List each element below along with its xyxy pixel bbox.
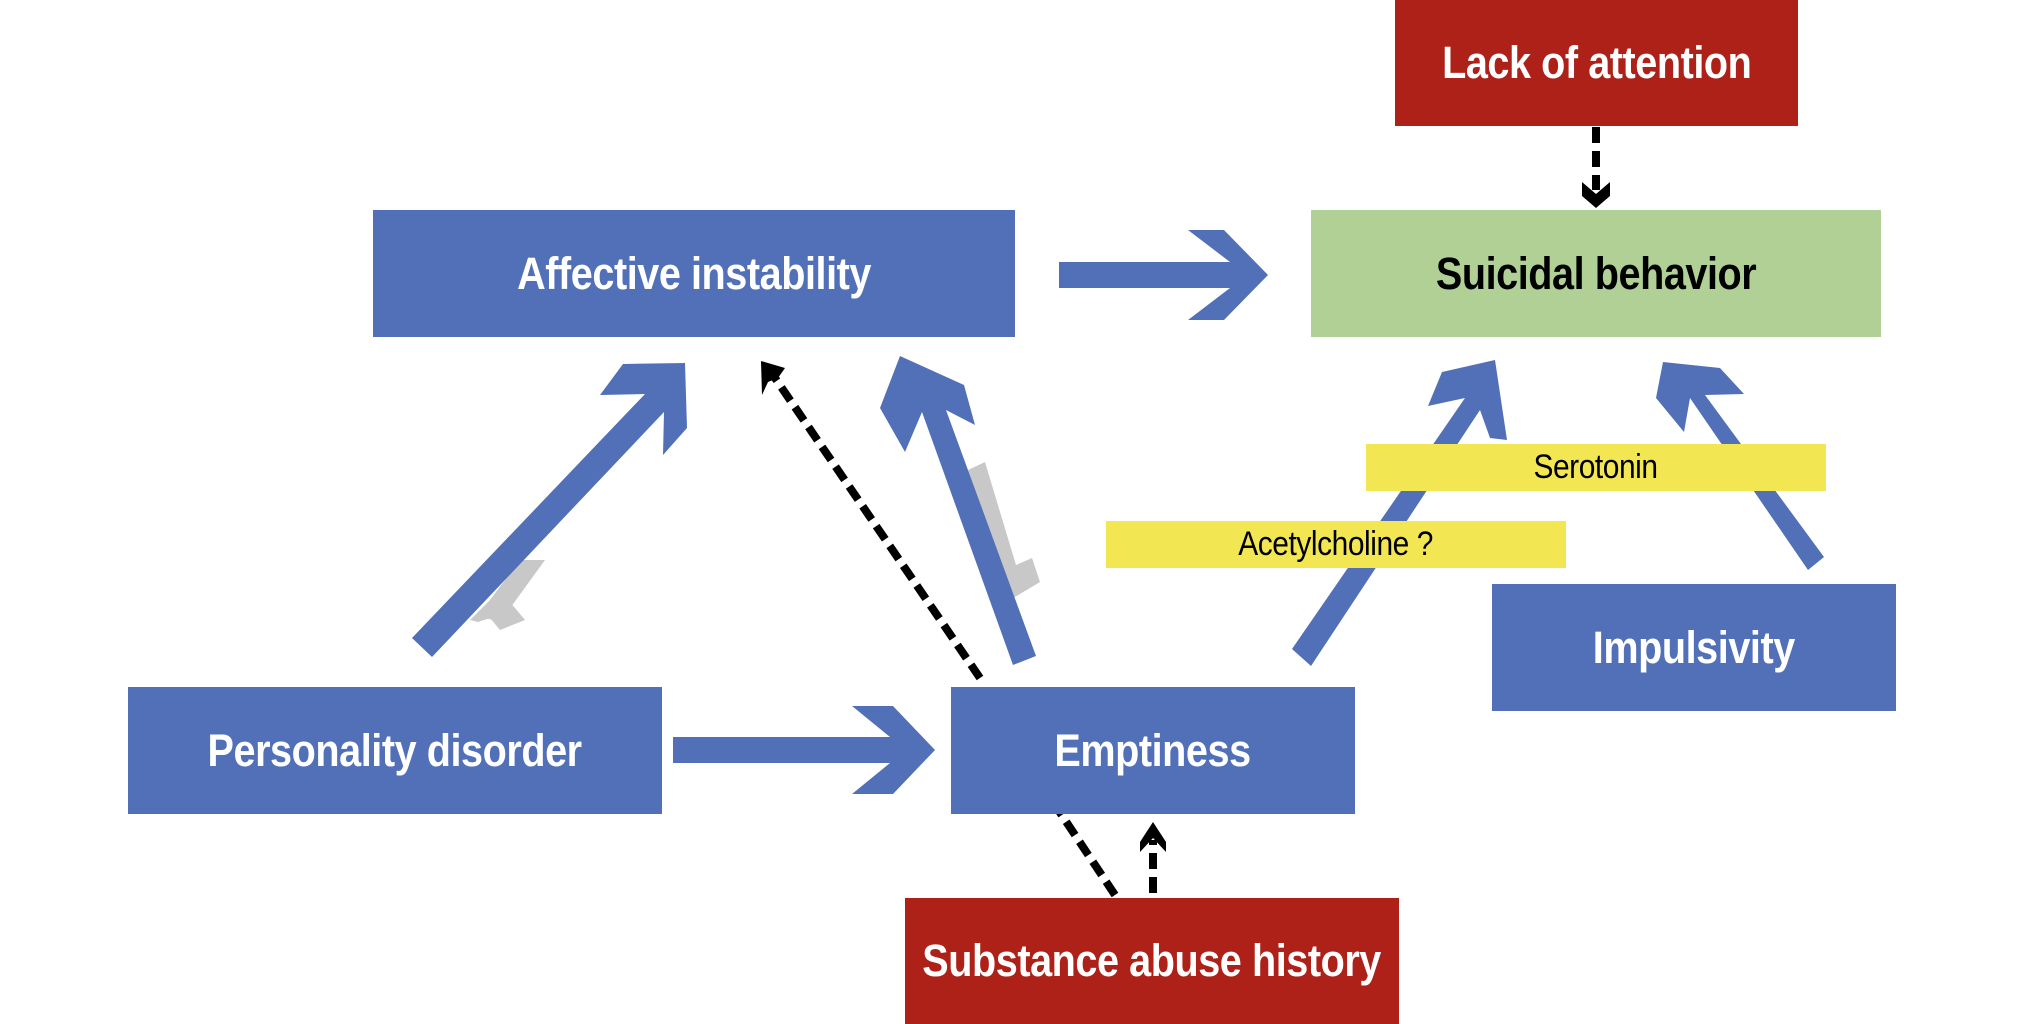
dashed-arrow-substance-to-emptiness [1140,822,1166,893]
arrow-personality-to-emptiness [673,706,935,794]
node-label: Substance abuse history [922,935,1382,986]
node-label: Suicidal behavior [1435,247,1757,299]
mediator-label: Acetylcholine ? [1238,525,1434,563]
mediator-label: Serotonin [1533,448,1659,486]
arrow-shadow [478,560,545,622]
node-affective-instability: Affective instability [373,210,1015,337]
node-personality-disorder: Personality disorder [128,687,662,814]
dashed-arrow-substance-to-affective [761,361,1119,898]
node-suicidal-behavior: Suicidal behavior [1311,210,1881,337]
mediator-acetylcholine: Acetylcholine ? [1106,521,1566,568]
node-label: Personality disorder [207,724,583,776]
arrow-shadow [968,462,1040,600]
node-substance-abuse-history: Substance abuse history [905,898,1399,1024]
dashed-arrow-attention-to-suicidal [1582,127,1610,208]
node-emptiness: Emptiness [951,687,1355,814]
arrow-personality-to-affective [412,363,687,657]
arrow-affective-to-suicidal [1059,230,1268,320]
node-label: Lack of attention [1441,37,1752,88]
node-impulsivity: Impulsivity [1492,584,1896,711]
arrow-emptiness-to-affective [880,356,1036,665]
node-lack-of-attention: Lack of attention [1395,0,1798,126]
mediator-serotonin: Serotonin [1366,444,1826,491]
node-label: Affective instability [517,247,871,299]
node-label: Impulsivity [1592,621,1796,673]
node-label: Emptiness [1054,724,1252,776]
arrow-emptiness-to-suicidal [1292,360,1507,666]
